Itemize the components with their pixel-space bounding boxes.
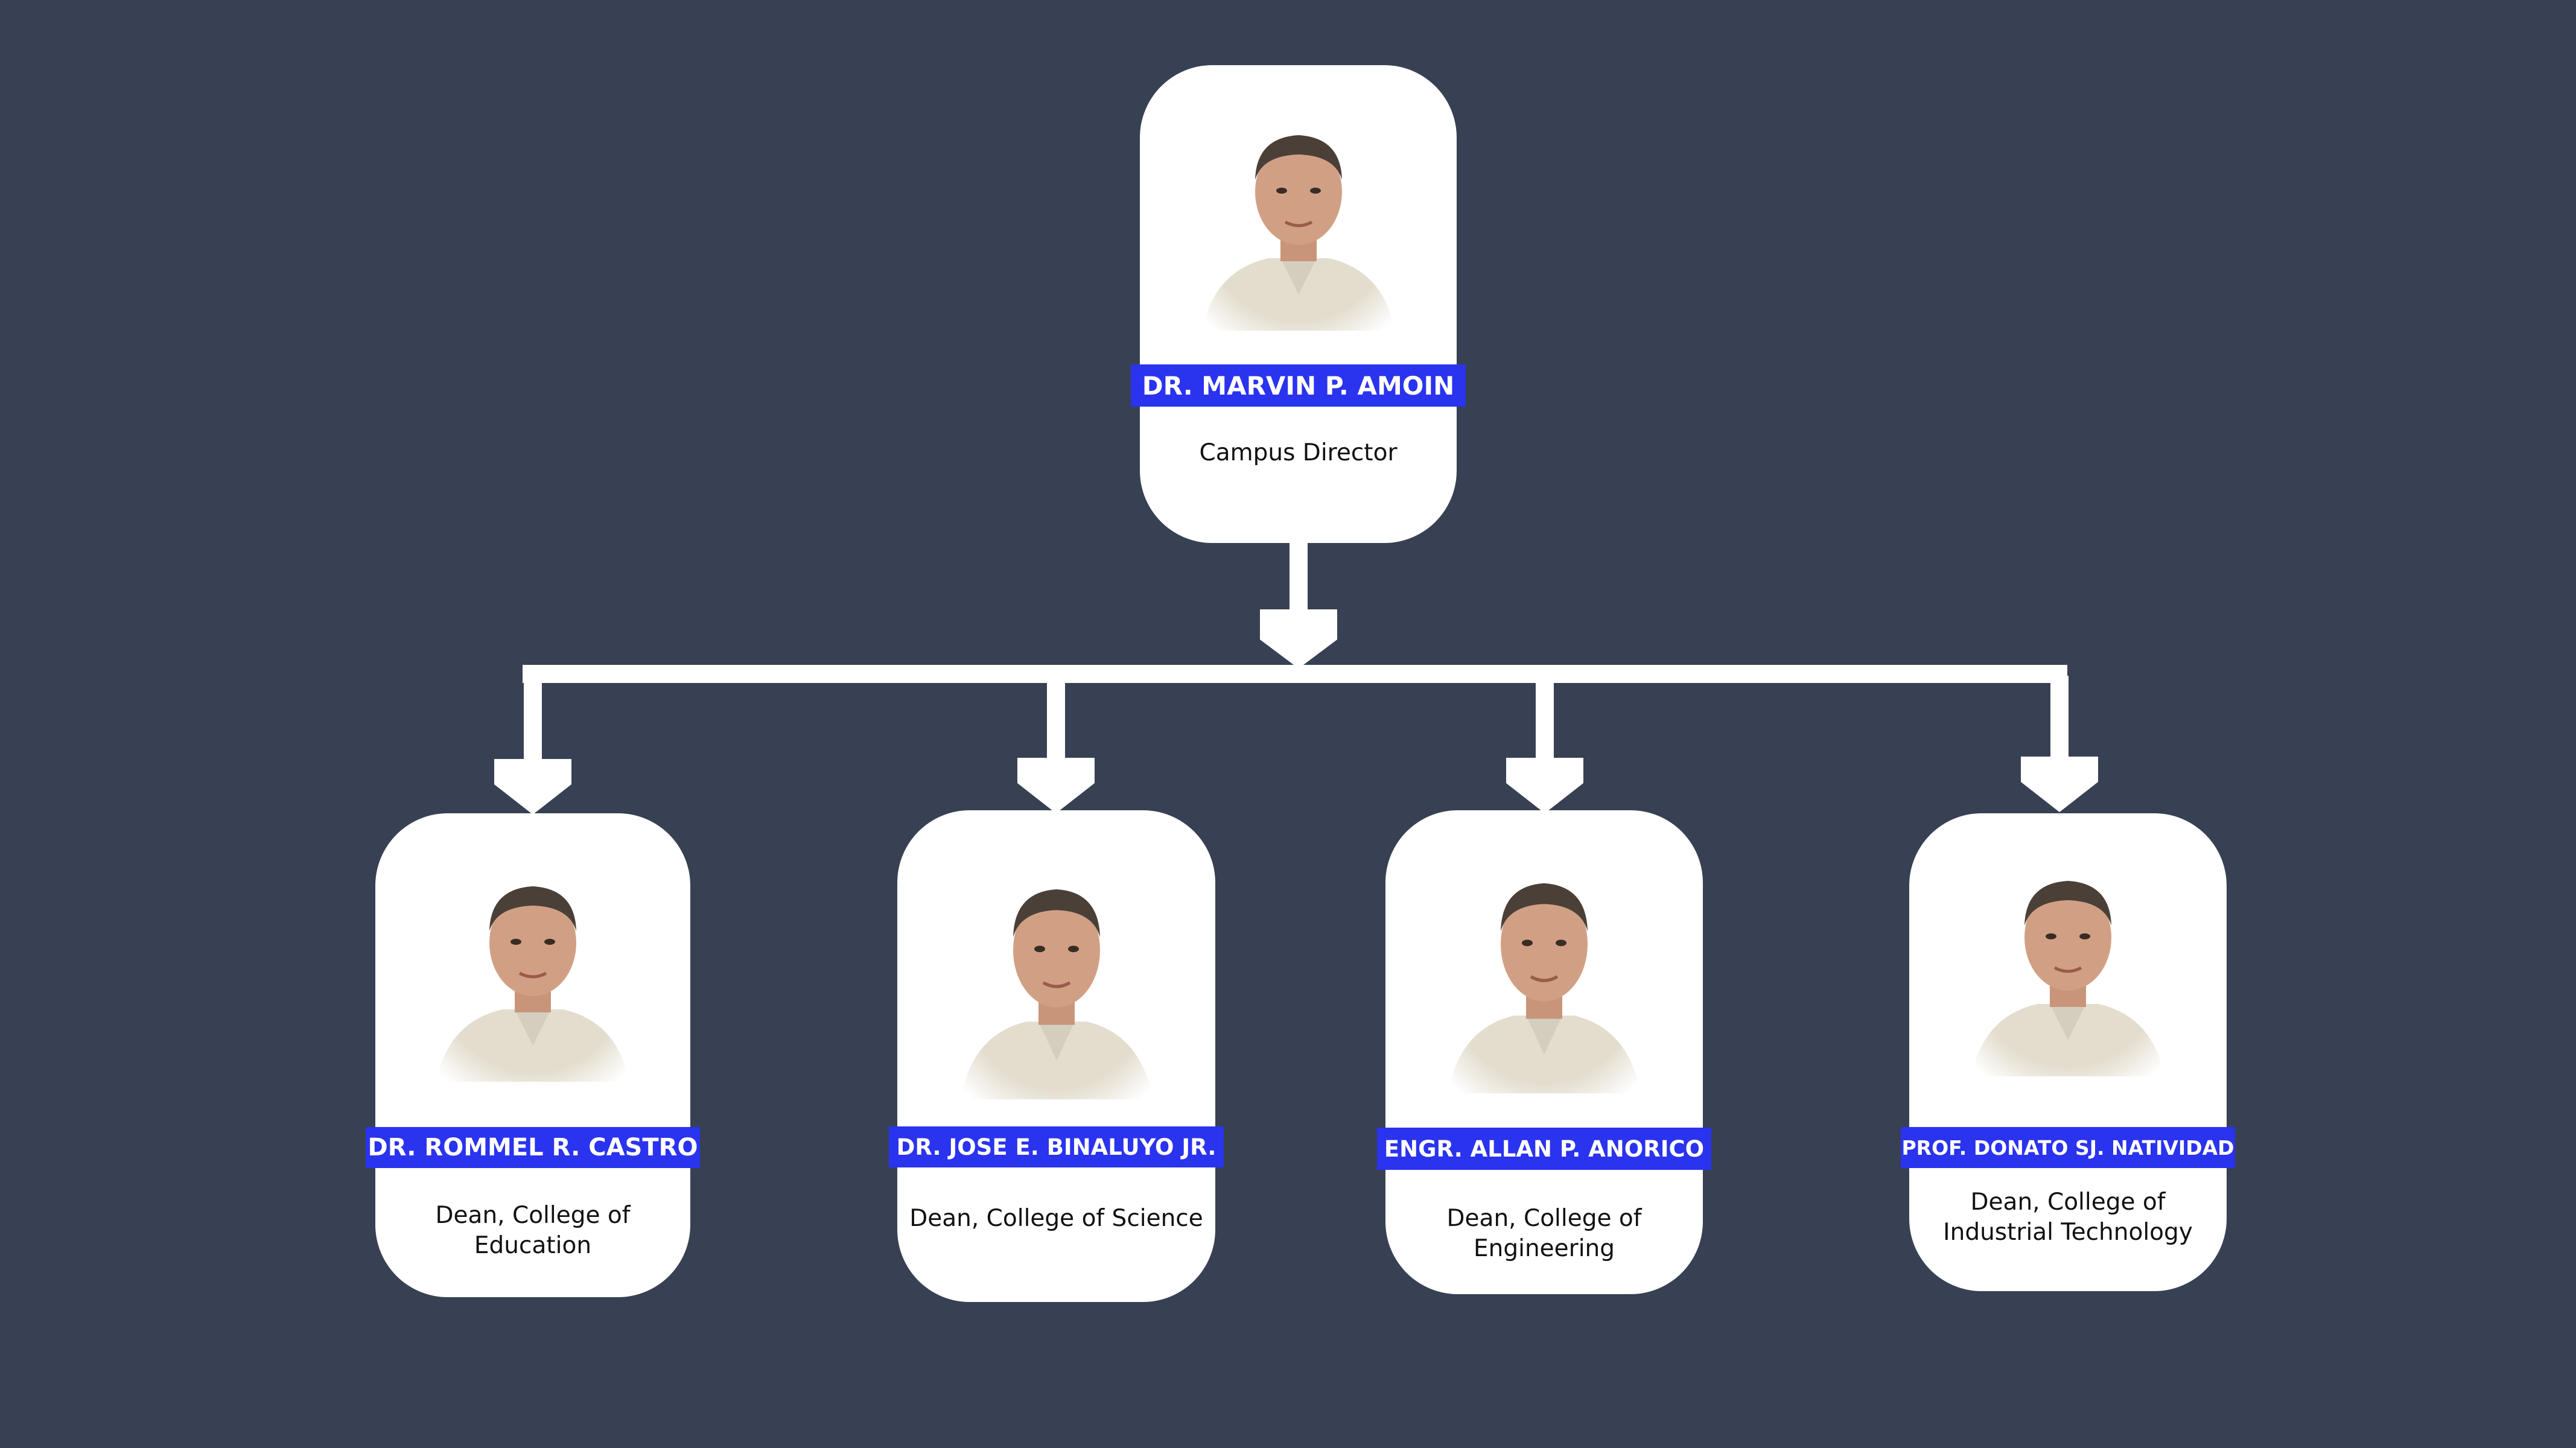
portrait-photo bbox=[1423, 840, 1665, 1100]
org-card-child-4: PROF. DONATO SJ. NATIVIDAD Dean, College… bbox=[1901, 813, 2235, 1291]
root-name: DR. MARVIN P. AMOIN bbox=[1131, 364, 1466, 407]
drop-4 bbox=[2050, 676, 2069, 763]
drop-1 bbox=[524, 676, 542, 765]
child-2-role: Dean, College of Science bbox=[909, 1205, 1203, 1232]
org-card-root: DR. MARVIN P. AMOIN Campus Director bbox=[1131, 65, 1466, 543]
portrait-photo bbox=[1947, 841, 2189, 1082]
arrowhead-1 bbox=[494, 759, 571, 815]
org-card-child-1: DR. ROMMEL R. CASTRO Dean, College of Ed… bbox=[366, 813, 700, 1297]
portrait-photo bbox=[1178, 95, 1419, 337]
child-2-name: DR. JOSE E. BINALUYO JR. bbox=[889, 1126, 1224, 1167]
root-role: Campus Director bbox=[1199, 439, 1398, 466]
horizontal-connector bbox=[523, 665, 2067, 683]
child-1-role: Dean, College of Education bbox=[435, 1202, 631, 1259]
child-3-role: Dean, College of Engineering bbox=[1446, 1205, 1642, 1262]
org-card-child-2: DR. JOSE E. BINALUYO JR. Dean, College o… bbox=[889, 810, 1224, 1302]
child-4-name: PROF. DONATO SJ. NATIVIDAD bbox=[1901, 1127, 2235, 1168]
arrowhead-4 bbox=[2021, 757, 2098, 812]
root-stem bbox=[1290, 543, 1308, 614]
arrowhead-3 bbox=[1506, 758, 1583, 813]
drop-2 bbox=[1047, 676, 1065, 764]
child-1-name: DR. ROMMEL R. CASTRO bbox=[366, 1127, 700, 1168]
portrait-photo bbox=[412, 846, 654, 1088]
child-3-name: ENGR. ALLAN P. ANORICO bbox=[1377, 1128, 1711, 1170]
root-arrowhead bbox=[1260, 609, 1337, 668]
child-4-role: Dean, College of Industrial Technology bbox=[1943, 1189, 2193, 1246]
org-card-child-3: ENGR. ALLAN P. ANORICO Dean, College of … bbox=[1377, 810, 1711, 1294]
portrait-photo bbox=[936, 846, 1177, 1106]
arrowhead-2 bbox=[1017, 758, 1095, 813]
drop-3 bbox=[1536, 676, 1554, 764]
